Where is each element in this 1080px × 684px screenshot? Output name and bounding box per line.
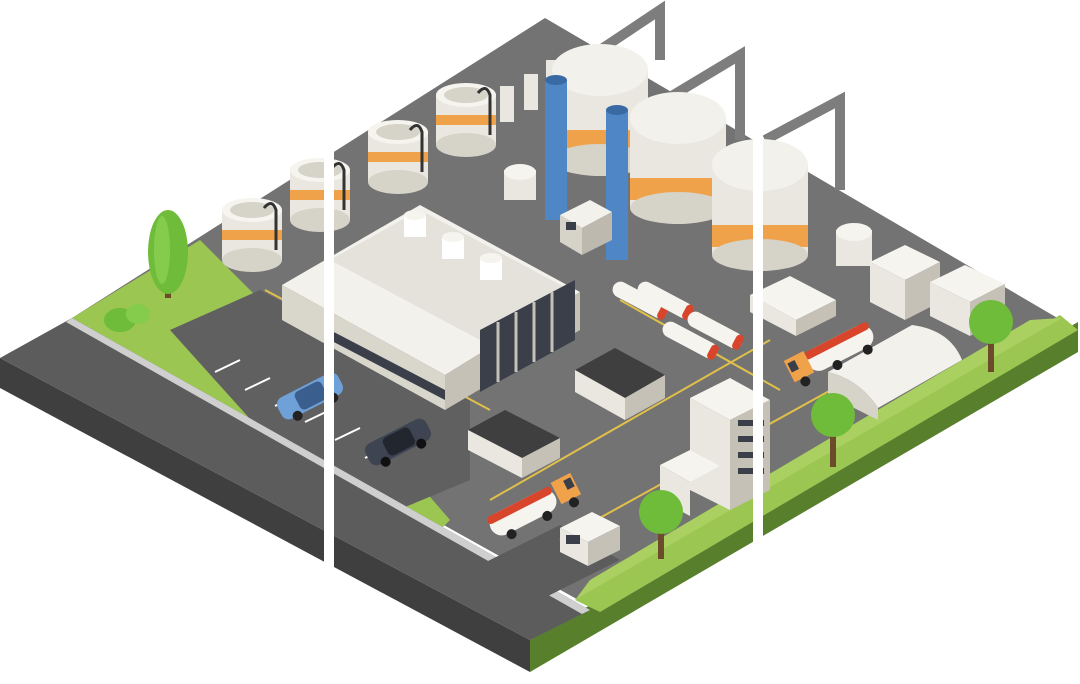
large-silos — [504, 0, 872, 271]
warehouse-icon — [575, 348, 665, 420]
car-icon — [365, 418, 431, 467]
grass-strip-right-inner — [575, 318, 1062, 600]
roof-vent-icon — [404, 210, 502, 280]
bush-icon — [104, 304, 150, 332]
office-building-icon — [870, 245, 1005, 336]
small-storage-tanks — [222, 60, 560, 272]
grass-strip-right — [575, 315, 1078, 612]
vent-icon — [500, 86, 514, 122]
tree-icon — [969, 300, 1013, 372]
storage-tank-icon — [290, 158, 350, 232]
silo-icon — [630, 92, 726, 224]
tanker-truck-icon — [783, 322, 874, 387]
tanker-truck-icon — [486, 472, 582, 540]
gas-cylinders — [612, 281, 744, 360]
tree-icon — [639, 490, 683, 559]
gas-cylinder-icon — [662, 321, 719, 360]
pipe-frames — [582, 0, 845, 190]
panel-divider — [324, 0, 334, 570]
base-side-left — [0, 358, 530, 672]
storage-tank-icon — [222, 198, 282, 272]
main-road — [0, 318, 590, 640]
gas-cylinder-icon — [637, 281, 694, 320]
window-mullions — [496, 292, 554, 382]
guard-booth-icon — [560, 512, 620, 566]
tree-icon — [148, 210, 188, 298]
pressure-vessel-icon — [504, 164, 872, 266]
factory-building-icon — [282, 205, 580, 410]
panel-divider — [753, 48, 763, 554]
hangar-icon — [828, 325, 962, 420]
vent-icon — [524, 74, 538, 110]
small-building-icon — [468, 410, 560, 478]
control-hut-icon — [560, 200, 612, 255]
storage-tank-icon — [436, 83, 496, 157]
trees — [104, 210, 1013, 559]
storage-tank-icon — [368, 120, 428, 194]
parking-lot — [170, 290, 470, 530]
gas-cylinder-icon — [687, 311, 744, 350]
tree-icon — [811, 393, 855, 467]
chimney-icon — [545, 75, 628, 260]
